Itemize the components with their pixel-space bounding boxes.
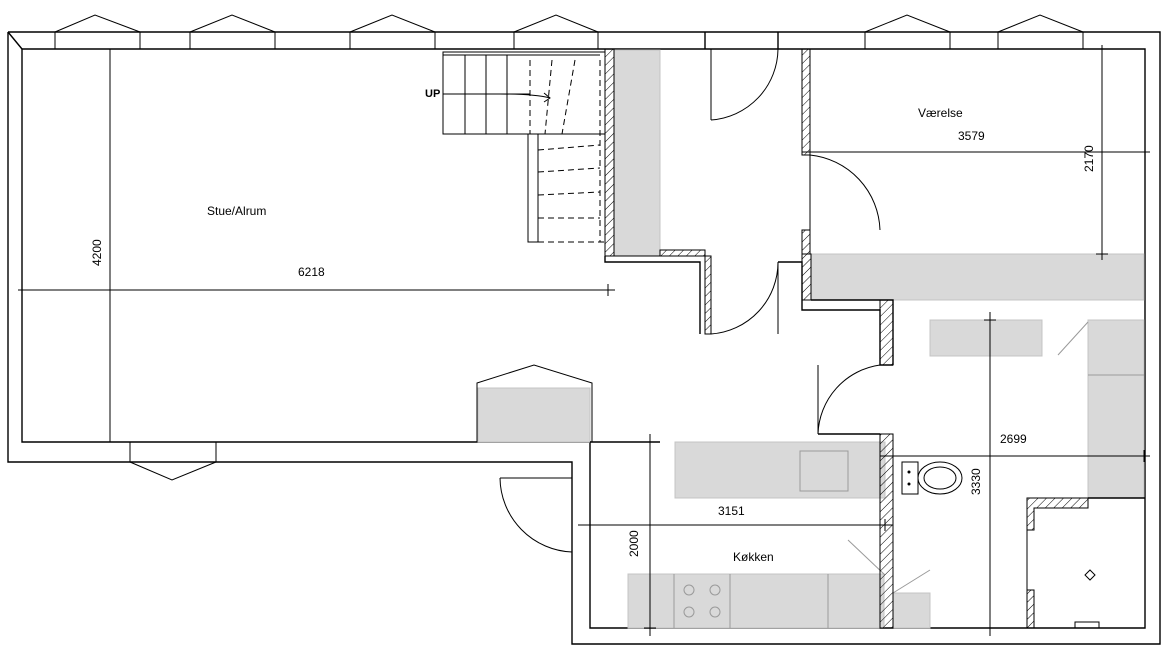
dimension-lines <box>18 45 1150 636</box>
windows <box>54 14 1084 481</box>
cabinet <box>477 387 591 443</box>
fixtures <box>477 49 1145 629</box>
bath-cabinet-low <box>892 592 931 629</box>
bath-cabinet <box>929 319 1043 357</box>
kitchen-counter <box>627 573 885 629</box>
room-label-bedroom: Værelse <box>918 106 963 120</box>
dim-bath-height: 3330 <box>969 468 983 495</box>
staircase: UP <box>425 51 606 243</box>
doors <box>499 48 1028 590</box>
dim-bedroom-width: 3579 <box>958 129 985 143</box>
drain-symbol <box>1084 569 1096 581</box>
dim-kitchen-height: 2000 <box>627 530 641 557</box>
sink <box>799 450 849 492</box>
kitchen-island <box>674 441 886 499</box>
dim-living-width: 6218 <box>298 265 325 279</box>
toilet-icon <box>901 461 963 495</box>
dim-living-height: 4200 <box>90 239 104 266</box>
interior-walls <box>590 32 1145 629</box>
stair-up-label: UP <box>425 88 440 100</box>
exterior-walls <box>7 31 1161 645</box>
wardrobe <box>613 49 661 257</box>
wardrobe-bedroom <box>810 253 1145 301</box>
room-label-living: Stue/Alrum <box>207 204 266 218</box>
dim-bath-width: 2699 <box>1000 432 1027 446</box>
dim-bedroom-height: 2170 <box>1082 145 1096 172</box>
dim-kitchen-width: 3151 <box>718 504 745 518</box>
room-label-kitchen: Køkken <box>733 550 774 564</box>
bath-shelf <box>1087 319 1145 499</box>
stove-burners <box>683 584 721 618</box>
